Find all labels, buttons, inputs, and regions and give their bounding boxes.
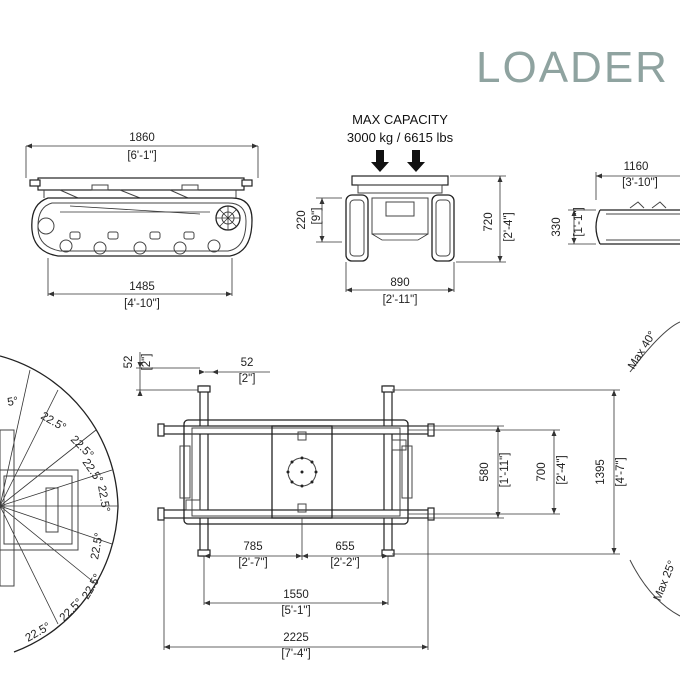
front-height-imp: [2'-4"] (503, 212, 515, 241)
right-length-imp: [3'-10"] (622, 177, 658, 189)
top-left-offset-imp: [2'-7"] (238, 557, 267, 569)
turning-view: 5° 22.5° 22.5° 22.5° 22.5° 22.5° 22.5° 2… (0, 355, 119, 653)
turn-angle: 22.5° (58, 597, 86, 625)
front-clearance-mm: 220 (296, 210, 308, 229)
top-track-width-imp: [2'-4"] (556, 455, 568, 484)
side-top-length-mm: 1860 (129, 132, 155, 144)
page-title: LOADER (476, 43, 669, 92)
max-capacity-value: 3000 kg / 6615 lbs (347, 130, 454, 145)
top-plate-width-mm: 580 (479, 462, 491, 481)
right-view: 1160 [3'-10"] 330 [1'-1"] Max 40° Max 25… (551, 161, 680, 617)
top-overall-length-mm: 2225 (283, 632, 309, 644)
top-view: 52 [2"] 52 [2"] (123, 352, 627, 660)
front-view: MAX CAPACITY 3000 kg / 6615 lbs 220 [9"]… (296, 112, 515, 306)
top-plate-width-imp: [1'-11"] (499, 453, 511, 488)
top-right-offset-imp: [2'-2"] (330, 557, 359, 569)
beam-v-mm: 52 (123, 356, 135, 369)
top-right-offset-mm: 655 (335, 541, 354, 553)
max-down-angle: Max 25° (652, 559, 679, 603)
turn-angle: 5° (6, 395, 19, 409)
max-capacity-label: MAX CAPACITY (352, 112, 448, 127)
max-up-angle: Max 40° (626, 329, 659, 371)
top-inner-length-mm: 1550 (283, 589, 309, 601)
side-view: 1860 [6'-1"] 1485 (25, 132, 259, 310)
right-height-imp: [1'-1"] (573, 207, 585, 236)
right-height-mm: 330 (551, 217, 563, 236)
right-length-mm: 1160 (624, 161, 649, 173)
turn-angle: 22.5° (80, 457, 105, 486)
front-width-imp: [2'-11"] (383, 294, 418, 306)
turn-angle: 22.5° (68, 434, 96, 462)
beam-v-imp: [2"] (141, 354, 153, 371)
load-arrow-icon (371, 150, 389, 172)
top-left-offset-mm: 785 (243, 541, 262, 553)
turn-angle: 22.5° (95, 484, 112, 513)
beam-h-mm: 52 (241, 357, 254, 369)
front-clearance-imp: [9"] (311, 208, 323, 225)
top-overall-width-imp: [4'-7"] (615, 457, 627, 486)
top-overall-width-mm: 1395 (595, 459, 607, 485)
top-track-width-mm: 700 (536, 462, 548, 481)
side-bottom-length-mm: 1485 (129, 281, 155, 293)
front-height-mm: 720 (483, 212, 495, 231)
side-top-length-imp: [6'-1"] (127, 150, 156, 162)
turn-angle: 22.5° (39, 410, 68, 434)
turn-angle: 22.5° (89, 532, 106, 561)
front-width-mm: 890 (390, 277, 409, 289)
beam-h-imp: [2"] (239, 373, 256, 385)
top-inner-length-imp: [5'-1"] (281, 605, 310, 617)
side-bottom-length-imp: [4'-10"] (124, 298, 160, 310)
turn-angle: 22.5° (80, 572, 104, 601)
load-arrow-icon (407, 150, 425, 172)
top-overall-length-imp: [7'-4"] (281, 648, 310, 660)
